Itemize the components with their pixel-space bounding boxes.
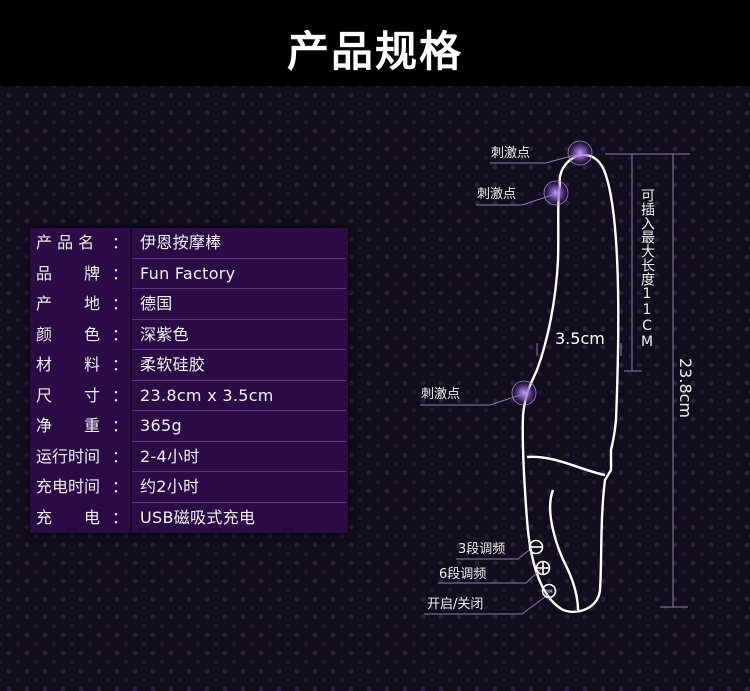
row-divider <box>132 288 346 289</box>
spec-label: 尺 寸 <box>36 385 101 405</box>
spec-label-cell: 产 品 名 ： <box>30 228 132 259</box>
spec-label-cell: 运行时间 ： <box>30 441 132 472</box>
device-outline <box>521 153 620 613</box>
spec-value: 23.8cm x 3.5cm <box>140 385 274 405</box>
spec-label: 运行时间 <box>36 446 101 466</box>
page-title: 产品规格 <box>286 27 463 76</box>
total-length-label: 23.8cm <box>676 358 695 419</box>
spec-row: 净 重 ： 365g <box>30 411 348 442</box>
spec-label-cell: 产 地 ： <box>30 289 132 320</box>
spec-label: 产 品 名 <box>36 233 95 253</box>
row-divider <box>132 349 346 350</box>
spec-label: 品 牌 <box>36 263 101 283</box>
spec-colon: ： <box>111 324 128 344</box>
spec-row: 运行时间 ： 2-4小时 <box>30 441 348 472</box>
spec-colon: ： <box>111 294 128 314</box>
spec-row: 尺 寸 ： 23.8cm x 3.5cm <box>30 380 348 411</box>
button-label-power: 开启/关闭 <box>427 597 484 612</box>
spec-label: 净 重 <box>36 416 101 436</box>
header-band <box>0 0 750 86</box>
spec-colon: ： <box>111 507 128 527</box>
spec-label-cell: 尺 寸 ： <box>30 380 132 411</box>
row-divider <box>132 440 346 442</box>
row-divider <box>132 471 346 472</box>
spec-colon: ： <box>111 446 128 466</box>
spec-row: 产 地 ： 德国 <box>30 289 348 320</box>
spec-label-cell: 净 重 ： <box>30 411 132 442</box>
button-label-6-speed: 6段调频 <box>439 567 487 582</box>
spec-value: USB磁吸式充电 <box>140 507 256 527</box>
button-label-3-speed: 3段调频 <box>458 542 506 557</box>
power-glyph: P/M <box>545 589 553 594</box>
dotted-background <box>0 86 750 691</box>
spec-value: 365g <box>140 416 182 436</box>
spec-label: 充 电 <box>36 507 101 527</box>
spec-row: 品 牌 ： Fun Factory <box>30 258 348 289</box>
spec-colon: ： <box>111 416 128 436</box>
row-divider <box>132 318 346 320</box>
spec-row: 充 电 ： USB磁吸式充电 <box>30 502 348 533</box>
stim-label-1: 刺激点 <box>491 146 531 161</box>
spec-row: 产 品 名 ： 伊恩按摩棒 <box>30 228 348 259</box>
control-buttons <box>528 539 557 599</box>
spec-label-cell: 充 电 ： <box>30 502 132 533</box>
leader-lines <box>420 153 690 615</box>
row-divider <box>132 257 346 259</box>
row-divider <box>132 410 346 411</box>
spec-colon: ： <box>111 477 128 497</box>
spec-row: 材 料 ： 柔软硅胶 <box>30 350 348 381</box>
spec-value: 2-4小时 <box>140 446 200 466</box>
spec-value: 柔软硅胶 <box>140 355 206 375</box>
spec-colon: ： <box>111 355 128 375</box>
spec-label-cell: 材 料 ： <box>30 350 132 381</box>
spec-label: 颜 色 <box>36 324 101 344</box>
spec-label: 产 地 <box>36 294 101 314</box>
width-label: 3.5cm <box>555 329 605 348</box>
row-divider <box>132 379 346 381</box>
spec-label-cell: 充电时间 ： <box>30 472 132 503</box>
spec-colon: ： <box>111 233 128 253</box>
spec-value: 约2小时 <box>140 477 200 497</box>
spec-colon: ： <box>111 263 128 283</box>
stim-points <box>511 140 593 406</box>
insert-length-label: 可插入最大长度11CM <box>639 188 655 350</box>
row-divider <box>132 501 346 503</box>
spec-value: 德国 <box>140 294 173 314</box>
spec-row: 充电时间 ： 约2小时 <box>30 472 348 503</box>
spec-label: 材 料 <box>36 355 101 375</box>
spec-colon: ： <box>111 385 128 405</box>
stim-label-3: 刺激点 <box>421 387 461 402</box>
spec-label-cell: 颜 色 ： <box>30 319 132 350</box>
spec-row: 颜 色 ： 深紫色 <box>30 319 348 350</box>
spec-value: Fun Factory <box>140 263 236 283</box>
spec-value: 深紫色 <box>140 324 189 344</box>
stim-label-2: 刺激点 <box>477 187 517 202</box>
spec-label: 充电时间 <box>36 477 101 497</box>
spec-value: 伊恩按摩棒 <box>140 233 222 253</box>
spec-label-cell: 品 牌 ： <box>30 258 132 289</box>
